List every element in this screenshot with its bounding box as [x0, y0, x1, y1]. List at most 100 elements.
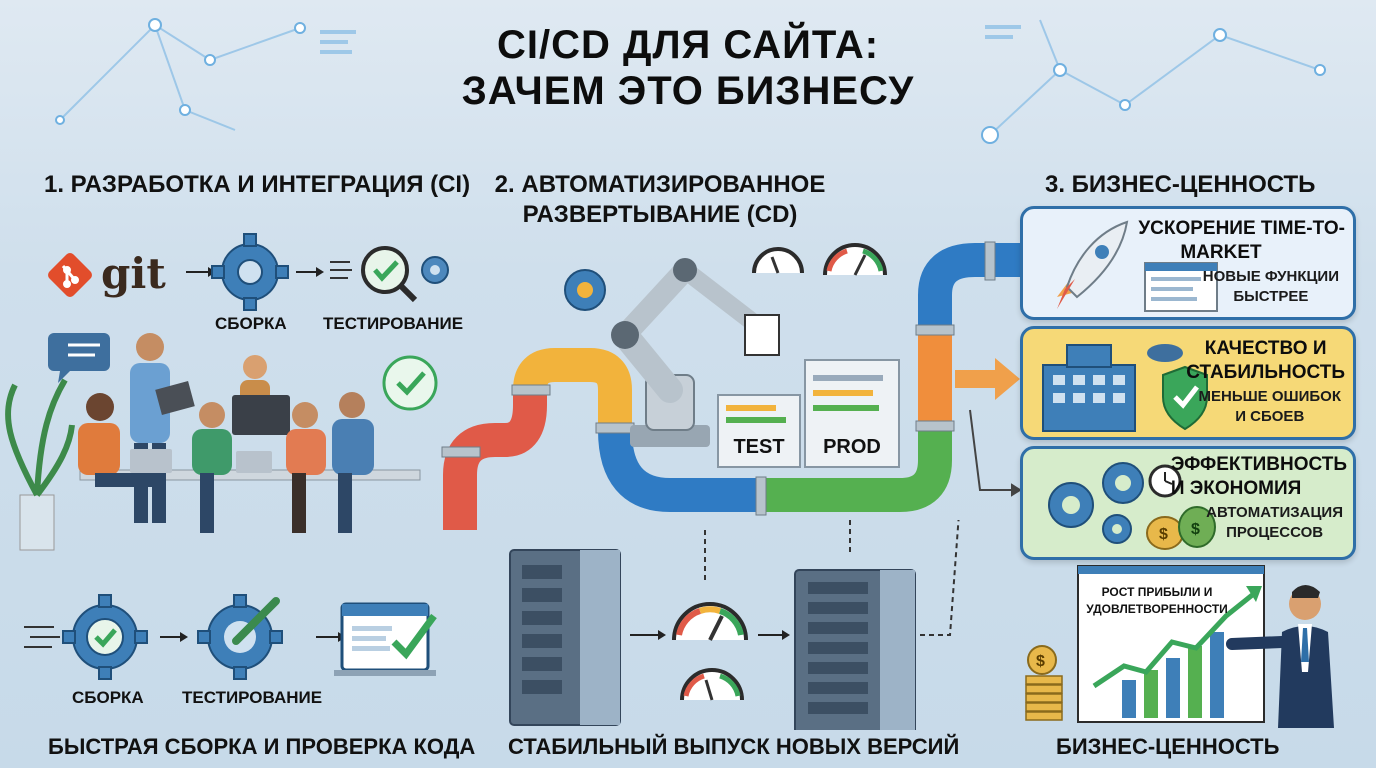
arrow-right-icon	[160, 632, 188, 642]
rocket-icon	[1057, 220, 1218, 312]
panel3-sub-line2: ПРОЦЕССОВ	[1226, 524, 1324, 541]
laptop	[236, 451, 272, 473]
person	[286, 402, 326, 533]
panel3-sub-line1: АВТОМАТИЗАЦИЯ	[1206, 504, 1343, 521]
build-label: СБОРКА	[215, 314, 287, 333]
chart-bar	[1122, 680, 1136, 718]
chart-bar	[1144, 670, 1158, 718]
person	[332, 392, 374, 533]
gear-icon	[211, 233, 289, 311]
panel1-title-line2: MARKET	[1180, 242, 1262, 263]
building-shield-icon	[1042, 344, 1208, 432]
chart-caption-line2: УДОВЛЕТВОРЕННОСТИ	[1086, 602, 1228, 616]
person	[130, 333, 195, 523]
panel1-subtitle: НОВЫЕ ФУНКЦИИ БЫСТРЕЕ	[1203, 267, 1339, 307]
gauge-icon	[823, 243, 887, 276]
panel1-title: УСКОРЕНИЕ TIME-TO- MARKET	[1138, 217, 1345, 265]
cloud-icon	[1147, 344, 1183, 362]
robot-arm	[611, 258, 780, 447]
arrow-right-icon	[955, 358, 1020, 400]
browser-check-icon	[334, 602, 437, 676]
arrow-right-icon	[969, 409, 1022, 497]
value-panel-time-to-market: УСКОРЕНИЕ TIME-TO- MARKET НОВЫЕ ФУНКЦИИ …	[1020, 206, 1356, 320]
laptop	[130, 449, 172, 473]
clock-icon	[1148, 464, 1182, 498]
value-panel-efficiency: $$ ЭФФЕКТИВНОСТЬ И ЭКОНОМИЯ АВТОМАТИЗАЦИ…	[1020, 446, 1356, 560]
panel2-title: КАЧЕСТВО И СТАБИЛЬНОСТЬ	[1186, 337, 1345, 385]
profit-growth-illustration: $	[1025, 565, 1334, 728]
dev-team-illustration	[5, 333, 438, 551]
network-decoration	[55, 18, 1326, 144]
chart-caption: РОСТ ПРИБЫЛИ И УДОВЛЕТВОРЕННОСТИ	[1082, 584, 1232, 618]
test-server-label: TEST	[733, 436, 785, 458]
server-rack-icon	[794, 569, 916, 730]
section3-heading: 3. БИЗНЕС-ЦЕННОСТЬ	[1045, 171, 1316, 198]
cd-pipeline-illustration	[441, 241, 1030, 530]
svg-text:$: $	[1191, 521, 1200, 538]
gear-wrench-icon	[197, 594, 283, 680]
small-gear-icon	[421, 256, 449, 284]
svg-text:$: $	[1036, 653, 1045, 670]
chart-caption-line1: РОСТ ПРИБЫЛИ И	[1101, 585, 1213, 599]
page-title-line1: CI/CD ДЛЯ САЙТА:	[496, 23, 880, 67]
businessman	[1226, 585, 1334, 728]
plant-icon	[5, 378, 75, 551]
build-label-2: СБОРКА	[72, 688, 144, 707]
value-panel-quality: КАЧЕСТВО И СТАБИЛЬНОСТЬ МЕНЬШЕ ОШИБОК И …	[1020, 326, 1356, 440]
panel2-title-line1: КАЧЕСТВО И	[1204, 338, 1327, 359]
cd-release-flow	[509, 520, 960, 730]
test-label-2: ТЕСТИРОВАНИЕ	[182, 688, 323, 707]
panel3-title-line2: И ЭКОНОМИЯ	[1170, 478, 1302, 499]
page-title: CI/CD ДЛЯ САЙТА: ЗАЧЕМ ЭТО БИЗНЕСУ	[0, 22, 1376, 114]
chart-bar	[1210, 632, 1224, 718]
section2-heading-line2: РАЗВЕРТЫВАНИЕ (CD)	[522, 201, 798, 228]
money-bag-icon: $$	[1146, 506, 1216, 550]
panel3-title-line1: ЭФФЕКТИВНОСТЬ	[1170, 454, 1347, 475]
person	[78, 393, 155, 487]
section3-caption: БИЗНЕС-ЦЕННОСТЬ	[1056, 734, 1280, 759]
gauge-icon	[752, 247, 804, 274]
panel1-sub-line2: БЫСТРЕЕ	[1233, 288, 1309, 305]
section2-heading: 2. АВТОМАТИЗИРОВАННОЕ РАЗВЕРТЫВАНИЕ (CD)	[470, 170, 850, 230]
panel2-title-line2: СТАБИЛЬНОСТЬ	[1186, 362, 1345, 383]
coins-icon: $	[1025, 645, 1063, 721]
git-logo: git	[45, 250, 180, 300]
section2-caption: СТАБИЛЬНЫЙ ВЫПУСК НОВЫХ ВЕРСИЙ	[508, 734, 960, 759]
panel1-sub-line1: НОВЫЕ ФУНКЦИИ	[1202, 268, 1339, 285]
test-label: ТЕСТИРОВАНИЕ	[323, 314, 464, 333]
person	[192, 402, 232, 533]
git-icon	[48, 253, 92, 297]
prod-server	[804, 359, 900, 468]
section1-caption: БЫСТРАЯ СБОРКА И ПРОВЕРКА КОДА	[48, 734, 476, 759]
panel2-sub-line2: И СБОЕВ	[1235, 408, 1305, 425]
page-title-line2: ЗАЧЕМ ЭТО БИЗНЕСУ	[461, 69, 915, 113]
section2-heading-line1: 2. АВТОМАТИЗИРОВАННОЕ	[494, 171, 826, 198]
panel2-sub-line1: МЕНЬШЕ ОШИБОК	[1198, 388, 1342, 405]
section1-heading: 1. РАЗРАБОТКА И ИНТЕГРАЦИЯ (CI)	[44, 171, 471, 198]
arrow-right-icon	[758, 630, 790, 640]
panel2-subtitle: МЕНЬШЕ ОШИБОК И СБОЕВ	[1199, 387, 1342, 427]
monitor	[232, 395, 290, 435]
gear-icon	[564, 269, 606, 311]
ci-bottom-flow	[24, 594, 437, 680]
arrow-right-icon	[630, 630, 666, 640]
panel3-title: ЭФФЕКТИВНОСТЬ И ЭКОНОМИЯ	[1171, 453, 1347, 501]
chat-bubble-icon	[48, 333, 110, 383]
gear-check-icon	[62, 594, 148, 680]
prod-server-label: PROD	[823, 436, 881, 458]
arrow-right-icon	[296, 267, 324, 277]
test-server	[717, 394, 801, 468]
chart-bar	[1166, 658, 1180, 718]
git-logo-text: git	[101, 249, 166, 298]
ci-top-flow	[186, 233, 449, 311]
panel3-subtitle: АВТОМАТИЗАЦИЯ ПРОЦЕССОВ	[1206, 503, 1343, 543]
check-bubble-icon	[382, 355, 438, 411]
panel1-title-line1: УСКОРЕНИЕ TIME-TO-	[1138, 218, 1345, 239]
svg-text:$: $	[1159, 526, 1168, 543]
gauge-icon	[672, 602, 748, 641]
value-arrows	[955, 358, 1022, 497]
chart-bar	[1188, 646, 1202, 718]
server-rack-icon	[509, 549, 621, 726]
gauge-icon	[680, 668, 744, 701]
magnifier-check-icon	[361, 246, 418, 303]
